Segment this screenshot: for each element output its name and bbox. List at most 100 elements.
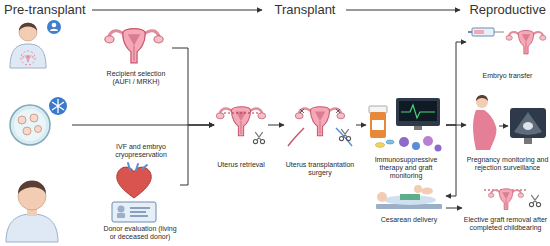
pregnancy-figure: [499, 126, 508, 127]
donor-figure: [117, 213, 125, 218]
donor-figure: [130, 211, 146, 213]
recipient-figure: [10, 20, 163, 68]
step-node: IVF and embryo cryopreservation: [2, 95, 178, 161]
embryo-transfer-figure: [494, 32, 504, 33]
therapy-figure: [423, 136, 433, 146]
retrieval-figure: [253, 132, 264, 143]
flow-arrow: [180, 125, 214, 185]
recipient-figure: [19, 23, 37, 41]
step-caption: Donor evaluation (living or deceased don…: [100, 225, 180, 241]
ivf-dish: [23, 127, 31, 135]
embryo-transfer-figure: [468, 31, 472, 33]
cesarean-figure: [376, 204, 442, 209]
graft-removal-figure: [529, 195, 540, 206]
flow-arrow: [446, 125, 466, 126]
recipient-figure: [21, 51, 35, 65]
donor-figure: [130, 207, 150, 209]
therapy-figure: [370, 112, 386, 138]
transplant-figure: [336, 128, 352, 146]
therapy-figure: [414, 126, 422, 130]
therapy-figure: [401, 105, 435, 118]
stage-heading: Reproductive: [456, 2, 546, 18]
step-node: Donor evaluation (living or deceased don…: [2, 165, 180, 243]
embryo-transfer-figure: [468, 28, 546, 54]
embryo-transfer-figure: [506, 30, 546, 53]
donor-figure: [18, 181, 46, 195]
step-caption: Embryo transfer: [466, 72, 549, 80]
step-node: Cesarean delivery: [372, 186, 446, 226]
step-caption: Uterus transplantation surgery: [284, 161, 356, 177]
flow-arrow: [172, 48, 214, 125]
step-node: Embryo transfer: [466, 16, 549, 82]
graft-removal-figure: [484, 189, 541, 210]
donor-figure: [27, 206, 37, 216]
therapy-figure: [399, 101, 437, 121]
therapy-figure: [412, 142, 420, 150]
recipient-figure: [22, 55, 33, 62]
retrieval-figure: [216, 107, 265, 136]
embryo-transfer-figure: [472, 28, 494, 36]
pregnancy-figure: [514, 112, 542, 135]
recipient-figure: [50, 29, 58, 31]
flow-arrow: [268, 125, 284, 126]
donor-figure: [18, 182, 46, 210]
pregnancy-figure: [476, 95, 488, 101]
recipient-figure: [19, 23, 37, 31]
therapy-figure: [396, 98, 440, 126]
recipient-figure: [52, 23, 57, 28]
step-caption: Elective graft removal after completed c…: [462, 216, 549, 232]
stage-heading: Transplant: [255, 2, 355, 18]
cesarean-figure: [400, 194, 420, 200]
step-caption: Immunosuppressive therapy and graft moni…: [366, 156, 446, 180]
transplant-figure: [300, 109, 340, 113]
step-caption: Cesarean delivery: [372, 216, 446, 224]
pregnancy-figure: [473, 110, 496, 150]
cesarean-figure: [377, 192, 387, 202]
transplant-figure: [288, 107, 352, 146]
flow-arrow: [446, 125, 456, 196]
step-node: Pregnancy monitoring and rejection surve…: [466, 92, 549, 174]
step-node: Elective graft removal after completed c…: [462, 184, 549, 234]
flow-arrow: [356, 125, 366, 126]
step-node: Recipient selection (AUFI / MRKH): [2, 20, 172, 88]
retrieval-figure: [216, 107, 265, 144]
donor-figure: [117, 167, 151, 198]
step-node: Uterus transplantation surgery: [284, 95, 356, 179]
donor-figure: [6, 214, 58, 242]
pregnancy-figure: [524, 138, 532, 144]
therapy-figure: [369, 106, 387, 113]
stage-arrow: [346, 10, 460, 11]
therapy-figure: [376, 143, 385, 147]
flow-arrow: [446, 208, 462, 209]
therapy-figure: [372, 120, 384, 130]
donor-figure: [128, 163, 147, 170]
therapy-figure: [435, 145, 442, 152]
ivf-dish: [72, 125, 178, 126]
ivf-dish: [49, 97, 67, 115]
pregnancy-figure: [473, 95, 546, 150]
step-node: Immunosuppressive therapy and graft moni…: [366, 92, 446, 182]
donor-figure: [130, 215, 148, 217]
flow-arrow: [446, 42, 466, 125]
stage-arrow: [92, 10, 262, 11]
transplant-figure: [339, 129, 350, 140]
graft-removal-figure: [488, 189, 523, 210]
cesarean-figure: [376, 185, 442, 209]
step-caption: Recipient selection (AUFI / MRKH): [102, 70, 170, 86]
recipient-figure: [105, 29, 163, 63]
therapy-figure: [386, 140, 394, 144]
transplant-figure: [295, 107, 344, 136]
ivf-dish: [14, 109, 46, 141]
step-caption: Uterus retrieval: [214, 161, 268, 169]
transplant-figure: [288, 128, 304, 146]
ivf-dish: [35, 126, 42, 133]
pregnancy-figure: [476, 96, 488, 108]
ivf-dish: [30, 114, 38, 122]
cesarean-figure: [414, 185, 422, 193]
pregnancy-figure: [523, 122, 533, 130]
